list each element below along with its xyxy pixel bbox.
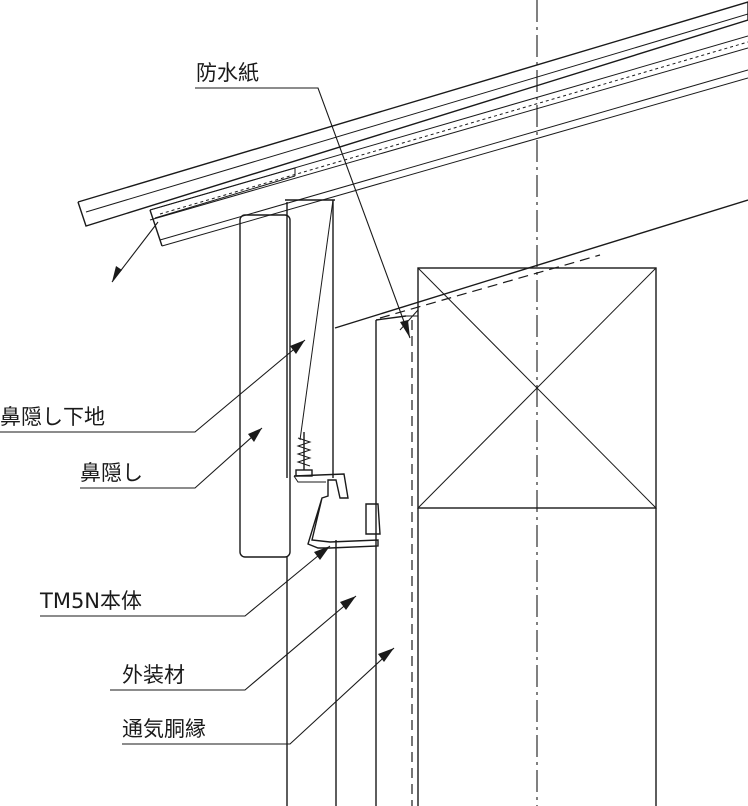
label-waterproof-paper: 防水紙 [196,61,259,85]
tm5n-body [293,473,379,549]
leader-fascia [80,427,263,489]
roof-assembly [77,1,748,247]
label-fascia: 鼻隠し [80,461,143,485]
fascia-base [285,199,335,478]
leader-waterproof-paper [195,87,411,339]
wall-layers [286,309,419,806]
screw-icon [295,432,313,477]
label-exterior-material: 外装材 [122,663,185,687]
leader-tm5n-body [40,545,331,617]
rafter-line [334,199,748,329]
label-fascia-base: 鼻隠し下地 [0,405,105,429]
leader-ventilation-furring [122,647,395,745]
leader-fascia-base [0,339,306,433]
leader-exterior-material [110,595,357,691]
leader-eave [111,221,159,283]
label-ventilation-furring: 通気胴縁 [122,717,206,741]
fascia-board [239,214,291,558]
hidden-rafter-line [379,254,601,319]
tm5n-hook [365,503,381,535]
label-tm5n-body: TM5N本体 [39,589,142,613]
tm5n-lip [293,475,326,483]
